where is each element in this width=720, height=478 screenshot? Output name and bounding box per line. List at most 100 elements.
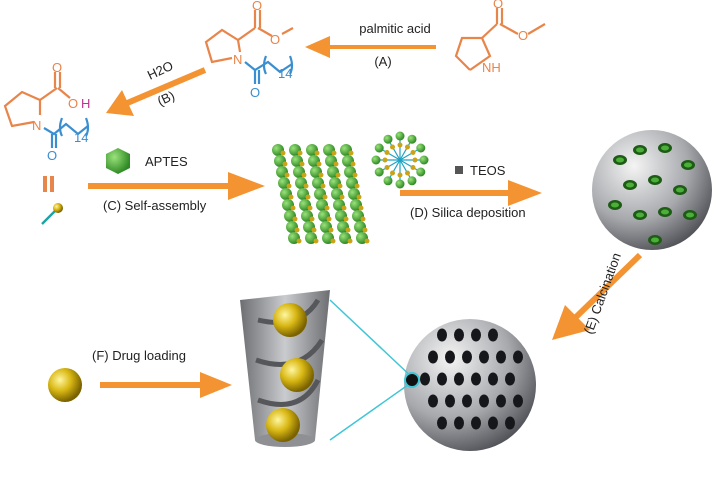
reagent-aptes: APTES (145, 154, 188, 169)
svg-text:14: 14 (278, 66, 292, 81)
micelle-bead-core (384, 165, 390, 170)
pore (496, 350, 506, 364)
micelle-bead (374, 167, 384, 177)
pore (428, 394, 438, 408)
micelle-bead-core (314, 150, 320, 156)
micelle-bead-core (328, 227, 334, 233)
micelle-bead-core (305, 194, 311, 200)
micelle-bead (371, 155, 381, 165)
step-f-label: (F) Drug loading (92, 348, 186, 363)
arrow-b (106, 67, 207, 116)
aptes-hexagon-icon (106, 148, 130, 174)
pore (496, 394, 506, 408)
micelle-bead-core (405, 144, 410, 150)
micelle-bead-core (330, 238, 336, 244)
pore (513, 394, 523, 408)
arrow-e (552, 252, 643, 340)
micelle-bead-core (316, 161, 322, 167)
arrow-c (88, 172, 265, 200)
micelle-bead-core (343, 216, 349, 222)
micelle-bead-core (352, 172, 358, 178)
pore (437, 416, 447, 430)
svg-text:NH: NH (482, 60, 501, 75)
micelle-bead-core (282, 161, 288, 167)
svg-text:H: H (81, 96, 90, 111)
pore (445, 350, 455, 364)
step-a-label: (A) (374, 54, 391, 69)
micelle-bead-core (348, 150, 354, 156)
micelle-bead (416, 143, 426, 153)
micelle-bead-core (296, 238, 302, 244)
pore (454, 416, 464, 430)
arrow-f (100, 372, 232, 398)
micelle-bead-core (324, 205, 330, 211)
micelle-bead-core (412, 157, 418, 163)
pore (488, 328, 498, 342)
micelle-bead-core (356, 194, 362, 200)
reagent-palmitic-acid: palmitic acid (359, 21, 431, 36)
micelle-strand (380, 148, 401, 161)
micelle-bead-core (284, 172, 290, 178)
micelle-bead-core (410, 150, 416, 155)
pore (454, 328, 464, 342)
micelle-strand (399, 148, 420, 161)
micelle-bead-core (333, 161, 339, 167)
micelle-bead-core (301, 172, 307, 178)
palmitoyl-proline-acid: O O H N O 14 (3, 60, 90, 163)
micelle-strand (388, 140, 401, 161)
proline-methyl-ester: O O NH (454, 0, 546, 75)
step-b-label: (B) (155, 88, 177, 109)
template-rod (684, 162, 692, 168)
teos-square-icon (455, 166, 463, 174)
svg-text:O: O (493, 0, 503, 11)
micelle-bead-core (303, 183, 309, 189)
micelle-bead-core (397, 142, 403, 148)
reagent-water: H2O (145, 58, 176, 83)
pore (454, 372, 464, 386)
pore (488, 416, 498, 430)
svg-text:O: O (270, 32, 280, 47)
micelle-bead-core (339, 194, 345, 200)
micelle-bead (374, 143, 384, 153)
micelle-bead (416, 167, 426, 177)
pore (488, 372, 498, 386)
arrow-d (400, 180, 542, 206)
svg-text:O: O (52, 60, 62, 75)
pore (462, 350, 472, 364)
micelle-bead-core (299, 161, 305, 167)
pore (420, 372, 430, 386)
micelle-bead-core (307, 205, 313, 211)
micelle-bead-core (397, 172, 403, 178)
micelle-strand (399, 159, 412, 180)
micelle-strand (399, 159, 420, 172)
step-c-label: (C) Self-assembly (103, 198, 207, 213)
micelle-strand (388, 159, 401, 180)
pore (479, 394, 489, 408)
micelle-bead-core (382, 157, 388, 163)
micelle-bead-core (335, 172, 341, 178)
micelle-bead-core (358, 205, 364, 211)
silica-coated-sphere (592, 130, 712, 250)
micelle-strand (399, 140, 412, 161)
micelle-bead-core (410, 165, 416, 170)
micelle-bead-core (286, 183, 292, 189)
micelle-bead-core (384, 150, 390, 155)
template-rod (651, 237, 659, 243)
micelle-bead-core (326, 216, 332, 222)
pore (428, 350, 438, 364)
micelle-bead-core (290, 205, 296, 211)
pore (479, 350, 489, 364)
micelle-bead-core (288, 194, 294, 200)
pore (505, 372, 515, 386)
pore (471, 416, 481, 430)
micelle-bead-core (345, 227, 351, 233)
micelle-bead (395, 131, 405, 141)
micelle-bead-core (337, 183, 343, 189)
pore (462, 394, 472, 408)
micelle-bead (419, 155, 429, 165)
arrow-a (305, 36, 436, 58)
template-rod (626, 182, 634, 188)
template-rod (661, 209, 669, 215)
micelle-bead-core (280, 150, 286, 156)
